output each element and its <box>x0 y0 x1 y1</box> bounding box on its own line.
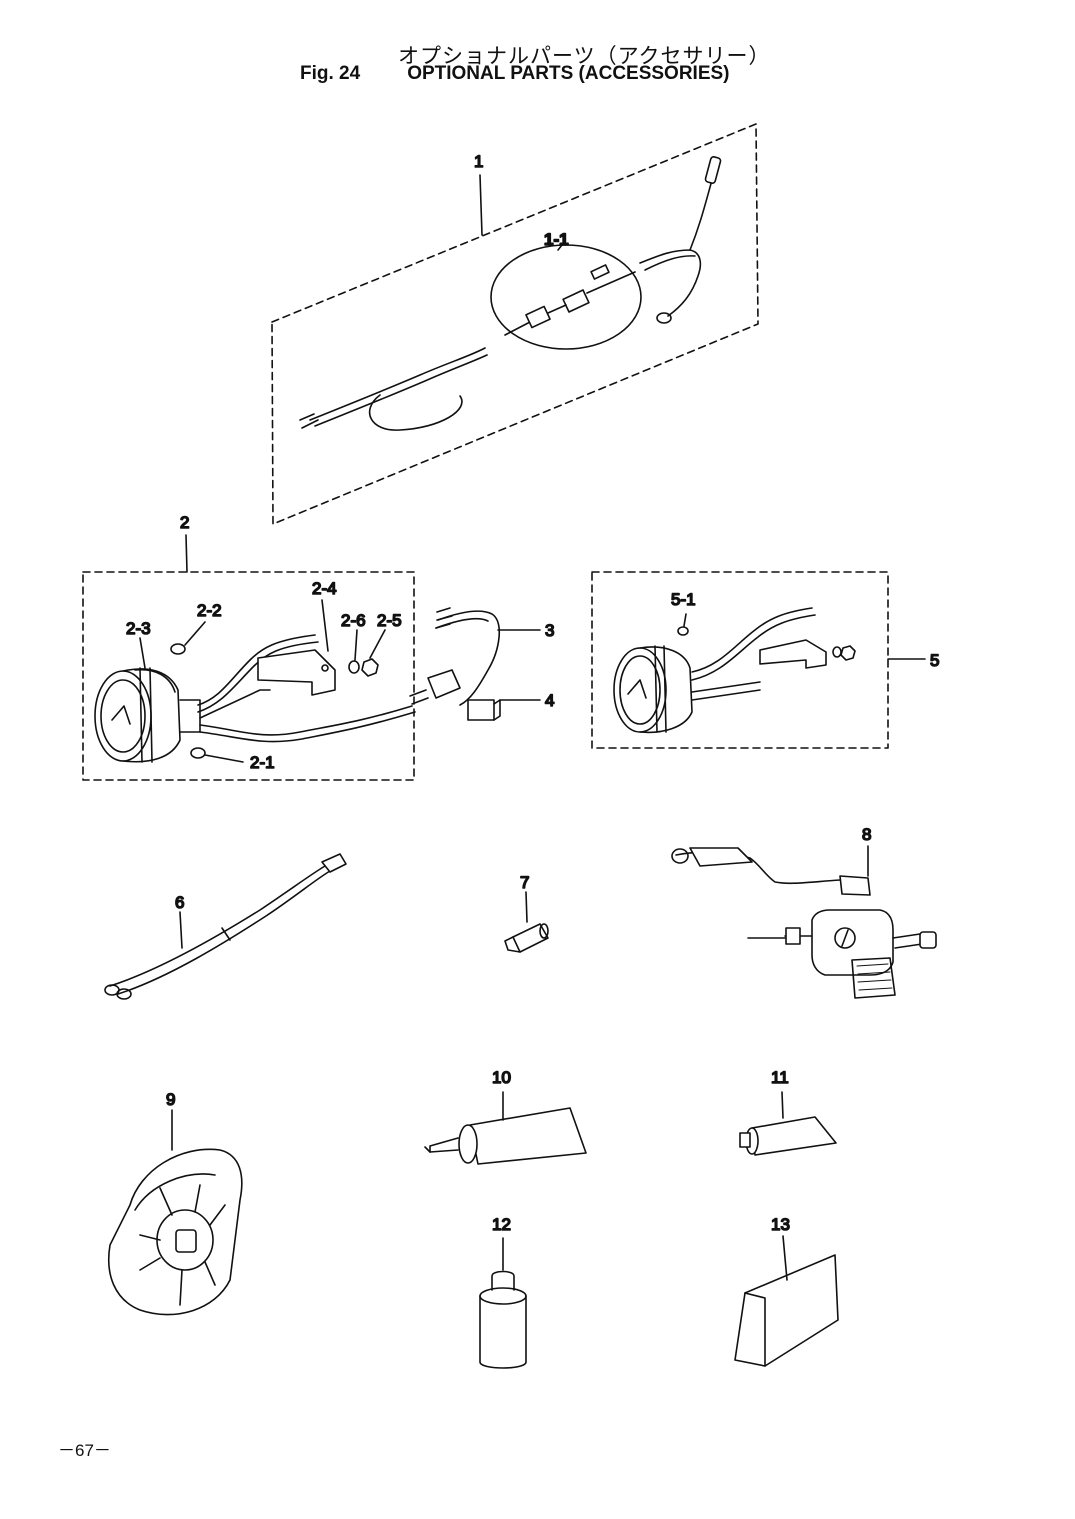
callout-11: 11 <box>771 1068 789 1087</box>
leader-1 <box>479 174 483 236</box>
figure-title: Fig. 24 OPTIONAL PARTS (ACCESSORIES) <box>300 63 730 85</box>
part-5-gauge-kit <box>591 571 926 749</box>
leader-2 <box>185 534 188 573</box>
part-8-remote-control <box>671 845 937 999</box>
callout-3: 3 <box>545 621 554 640</box>
part-7-spacer <box>504 891 549 953</box>
leader-1-1 <box>557 244 563 251</box>
leader-11 <box>781 1091 784 1119</box>
callout-2-2: 2-2 <box>197 601 222 620</box>
gauge-2-3 <box>94 667 201 763</box>
callout-5-1: 5-1 <box>671 590 696 609</box>
nut-2-5 <box>361 658 379 677</box>
cable-harness-1 <box>299 156 722 431</box>
part-12-spray-can <box>479 1237 527 1369</box>
callout-12: 12 <box>492 1215 511 1234</box>
fitting-1-1 <box>504 264 636 336</box>
callout-5: 5 <box>930 651 939 670</box>
group-5-boundary <box>591 571 889 749</box>
callout-4: 4 <box>545 691 554 710</box>
callout-2-4: 2-4 <box>312 579 337 598</box>
callout-2-6: 2-6 <box>341 611 366 630</box>
part-10-grease-tube <box>424 1091 587 1165</box>
figure-number: Fig. 24 <box>300 63 361 84</box>
leader-7 <box>525 891 528 923</box>
part-9-cover <box>108 1109 243 1316</box>
callout-1-1: 1-1 <box>544 230 569 249</box>
figure-title-japanese: オプショナルパーツ（アクセサリー） <box>398 44 771 68</box>
bulb-2-1 <box>190 747 206 759</box>
gauge-wiring <box>197 634 416 743</box>
callout-1: 1 <box>474 152 483 171</box>
figure-title-english: OPTIONAL PARTS (ACCESSORIES) <box>407 63 730 84</box>
part-6-cable <box>104 853 347 1000</box>
leader-6 <box>179 911 183 949</box>
callout-10: 10 <box>492 1068 511 1087</box>
part-11-small-tube <box>739 1091 837 1156</box>
part-1-cable-kit <box>271 123 759 525</box>
callout-2-1: 2-1 <box>250 753 275 772</box>
page-number: －67－ <box>58 1441 111 1460</box>
part-2-gauge-kit <box>82 534 416 781</box>
bulb-2-2 <box>170 643 186 655</box>
gauge-5 <box>613 645 693 734</box>
leader-13 <box>782 1235 788 1281</box>
group-1-boundary <box>271 123 759 525</box>
group-1-1-boundary <box>490 244 642 350</box>
callout-13: 13 <box>771 1215 790 1234</box>
part-13-bag <box>734 1235 839 1367</box>
callout-6: 6 <box>175 893 184 912</box>
callout-9: 9 <box>166 1090 175 1109</box>
washer-2-6 <box>348 660 360 674</box>
bulb-5-1 <box>677 626 689 636</box>
part-4-fuse <box>467 699 541 721</box>
group-2-boundary <box>82 571 415 781</box>
callout-2-5: 2-5 <box>377 611 402 630</box>
callout-2-3: 2-3 <box>126 619 151 638</box>
part-3-wire-lead <box>409 607 541 706</box>
callout-8: 8 <box>862 825 871 844</box>
callout-7: 7 <box>520 873 529 892</box>
callout-2: 2 <box>180 513 189 532</box>
bracket-2-4 <box>257 649 336 696</box>
